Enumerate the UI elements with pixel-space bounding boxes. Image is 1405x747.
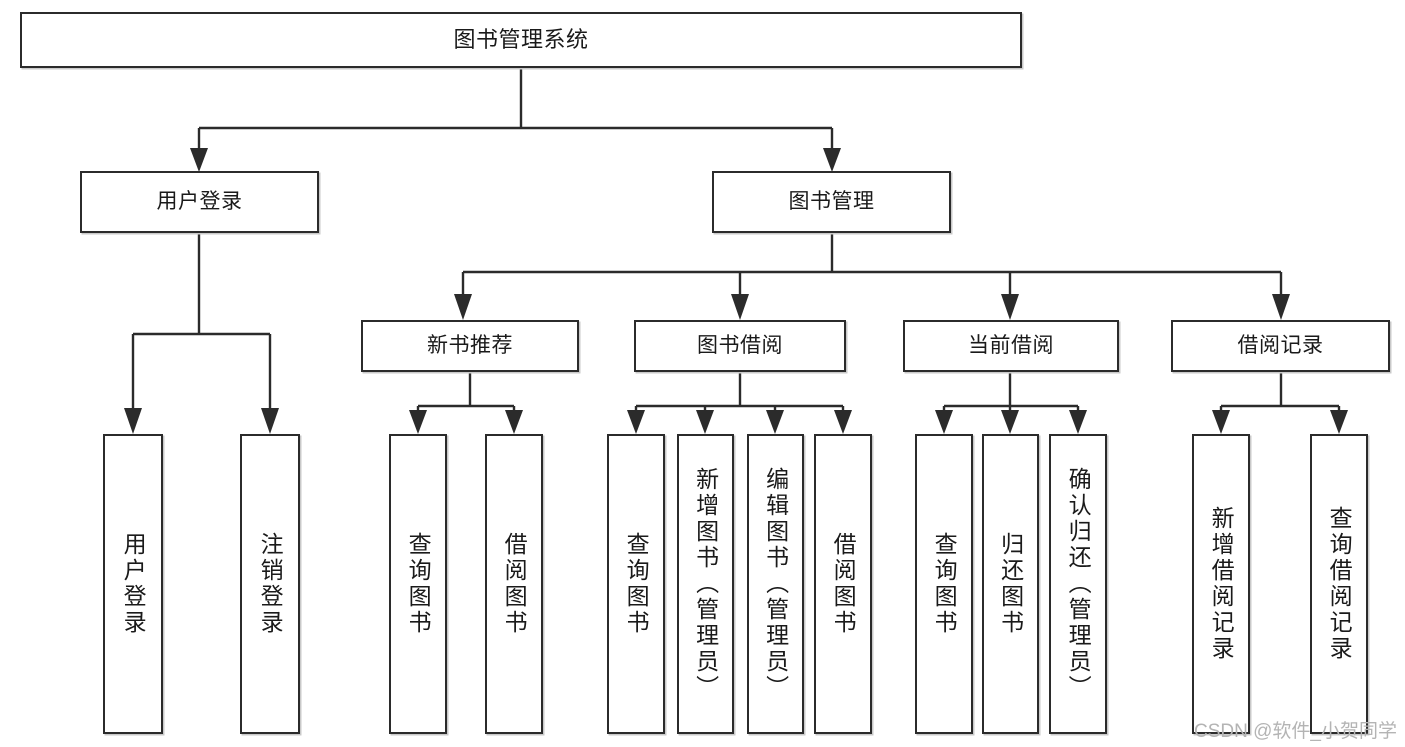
node-book-borrow[interactable]: 图书借阅 [634,320,846,372]
leaf-edit-book-admin[interactable]: 编辑图书（管理员） [747,434,804,734]
leaf-query-book-recommend[interactable]: 查询图书 [389,434,447,734]
leaf-user-login[interactable]: 用户登录 [103,434,163,734]
leaf-confirm-return-admin[interactable]: 确认归还（管理员） [1049,434,1107,734]
leaf-query-book-borrow[interactable]: 查询图书 [607,434,665,734]
node-label: 查询图书 [931,532,958,636]
arrow-leaf-user-login [124,408,142,434]
node-label: 当前借阅 [968,334,1054,358]
node-label: 新增借阅记录 [1208,506,1235,662]
leaf-borrow-book-recommend[interactable]: 借阅图书 [485,434,543,734]
node-label: 注销登录 [257,532,284,636]
arrow-leaf-edit-book [766,410,784,434]
node-borrow-record[interactable]: 借阅记录 [1171,320,1390,372]
node-label: 新增图书（管理员） [692,467,719,701]
leaf-return-book[interactable]: 归还图书 [982,434,1039,734]
arrow-user-login [190,148,208,172]
arrow-borrow-record [1272,294,1290,320]
arrow-leaf-query-book-2 [627,410,645,434]
arrow-leaf-add-book [696,410,714,434]
node-label: 新书推荐 [427,334,513,358]
arrow-book-borrow [731,294,749,320]
node-label: 查询图书 [405,532,432,636]
arrow-leaf-borrow-book-2 [834,410,852,434]
node-label: 用户登录 [156,190,243,214]
node-new-book-recommend[interactable]: 新书推荐 [361,320,579,372]
node-current-borrow[interactable]: 当前借阅 [903,320,1119,372]
node-label: 归还图书 [997,532,1024,636]
leaf-borrow-book-borrow[interactable]: 借阅图书 [814,434,872,734]
node-label: 编辑图书（管理员） [762,467,789,701]
leaf-add-borrow-record[interactable]: 新增借阅记录 [1192,434,1250,734]
node-label: 图书管理 [788,190,875,214]
leaf-query-book-current[interactable]: 查询图书 [915,434,973,734]
arrow-leaf-confirm-return [1069,410,1087,434]
node-book-manage[interactable]: 图书管理 [712,171,951,233]
node-label: 确认归还（管理员） [1065,467,1092,701]
node-root-system[interactable]: 图书管理系统 [20,12,1022,68]
arrow-book-manage [823,148,841,172]
arrow-current-borrow [1001,294,1019,320]
node-label: 图书管理系统 [453,26,589,52]
arrow-leaf-query-book-3 [935,410,953,434]
arrow-new-book-rec [454,294,472,320]
arrow-leaf-borrow-book-1 [505,410,523,434]
node-label: 借阅图书 [830,532,857,636]
arrow-leaf-add-record [1212,410,1230,434]
node-label: 用户登录 [120,532,147,636]
leaf-query-borrow-record[interactable]: 查询借阅记录 [1310,434,1368,734]
arrow-leaf-query-book-1 [409,410,427,434]
leaf-add-book-admin[interactable]: 新增图书（管理员） [677,434,734,734]
node-label: 图书借阅 [697,334,783,358]
node-label: 借阅记录 [1237,334,1324,358]
node-label: 查询图书 [623,532,650,636]
node-label: 借阅图书 [501,532,528,636]
arrow-leaf-return-book [1001,410,1019,434]
leaf-user-logout[interactable]: 注销登录 [240,434,300,734]
arrow-leaf-user-logout [261,408,279,434]
csdn-watermark: CSDN @软件_小贺同学 [1194,721,1397,742]
arrow-leaf-query-record [1330,410,1348,434]
node-user-login[interactable]: 用户登录 [80,171,319,233]
node-label: 查询借阅记录 [1326,506,1353,662]
